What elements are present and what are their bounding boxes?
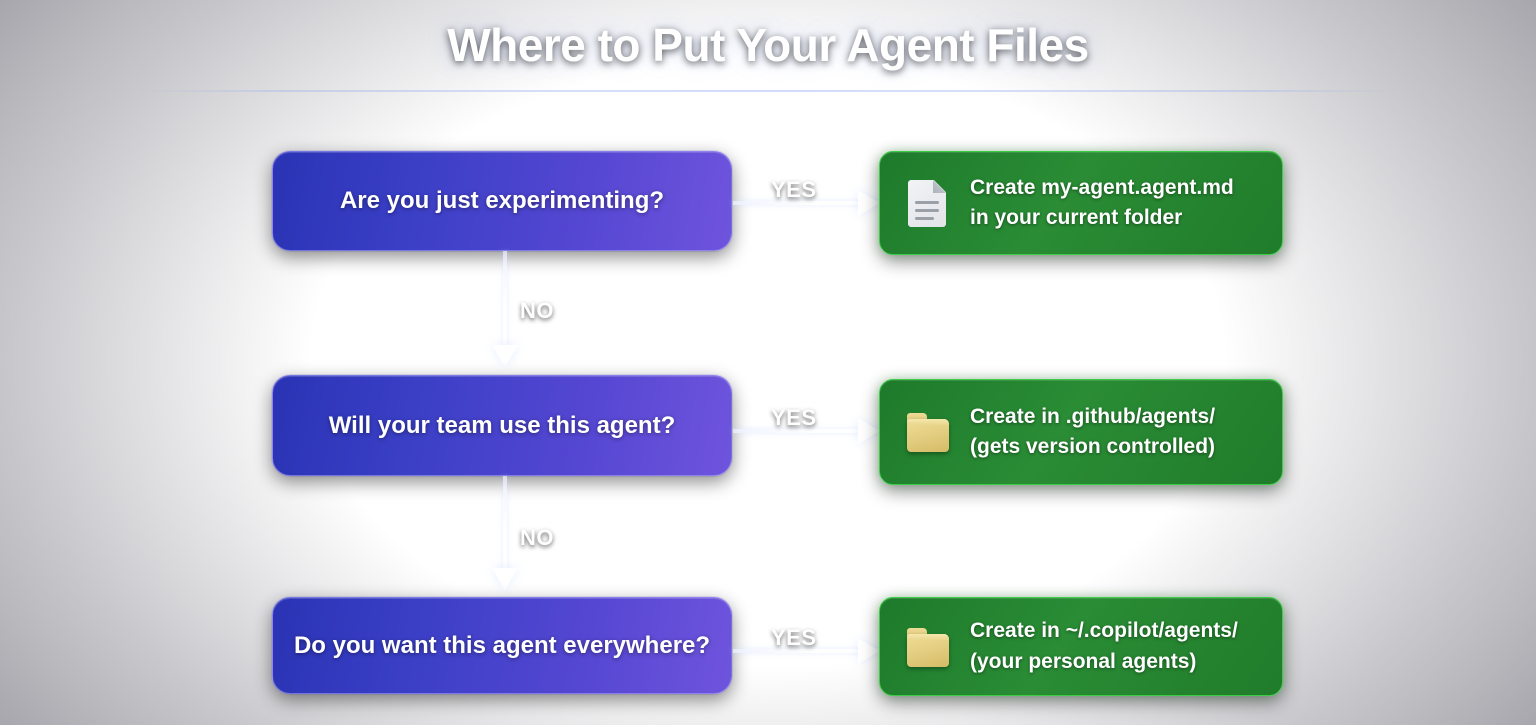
decision-box-1[interactable]: Are you just experimenting?	[272, 151, 732, 251]
folder-icon	[904, 406, 952, 458]
yes-arrow-1	[733, 201, 879, 205]
folder-icon	[904, 621, 952, 673]
title-divider	[130, 90, 1406, 92]
no-label-2: NO	[520, 525, 554, 550]
yes-label-1: YES	[771, 177, 817, 202]
result-box-2[interactable]: Create in .github/agents/ (gets version …	[879, 379, 1283, 485]
result-label-1: Create my-agent.agent.md in your current…	[970, 175, 1234, 229]
result-label-3: Create in ~/.copilot/agents/ (your perso…	[970, 619, 1238, 673]
result-box-1[interactable]: Create my-agent.agent.md in your current…	[879, 151, 1283, 255]
yes-label-2: YES	[771, 405, 817, 430]
decision-box-2[interactable]: Will your team use this agent?	[272, 375, 732, 476]
yes-label-3: YES	[771, 625, 817, 650]
decision-label-1: Are you just experimenting?	[339, 187, 665, 214]
yes-arrow-3	[733, 649, 879, 653]
no-arrow-2	[503, 476, 507, 570]
page-title-wrap: Where to Put Your Agent Files	[0, 18, 1536, 72]
decision-label-2: Will your team use this agent?	[328, 411, 676, 439]
result-label-2: Create in .github/agents/ (gets version …	[970, 404, 1216, 458]
decision-label-3: Do you want this agent everywhere?	[293, 631, 711, 659]
yes-arrow-2	[733, 429, 879, 433]
page-title: Where to Put Your Agent Files	[447, 19, 1089, 71]
result-box-3[interactable]: Create in ~/.copilot/agents/ (your perso…	[879, 597, 1283, 696]
decision-box-3[interactable]: Do you want this agent everywhere?	[272, 597, 732, 694]
no-label-1: NO	[520, 298, 554, 323]
no-arrow-1	[503, 251, 507, 347]
document-icon	[904, 177, 952, 229]
